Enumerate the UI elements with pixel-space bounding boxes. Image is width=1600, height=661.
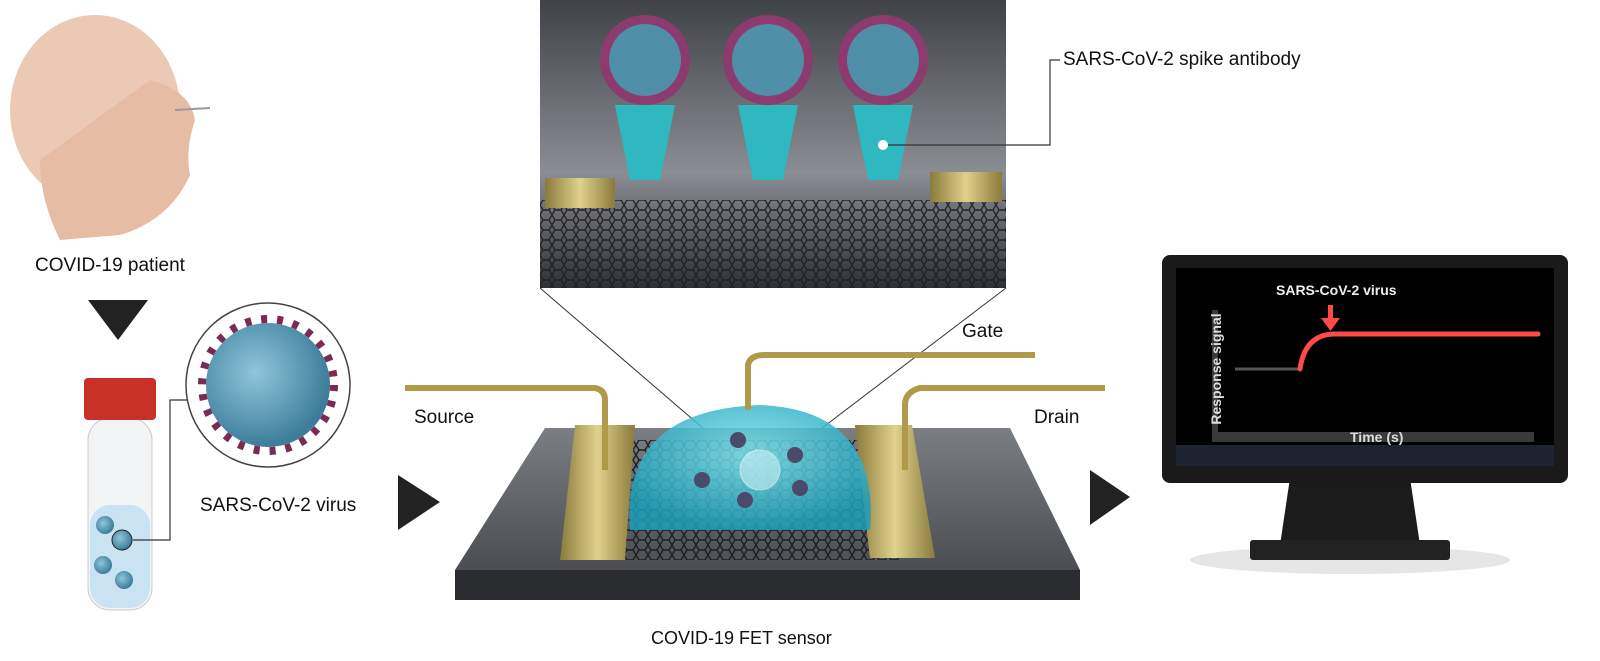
antibody-inset-image bbox=[540, 0, 1006, 288]
label-drain: Drain bbox=[1034, 407, 1080, 428]
fet-sensor bbox=[405, 352, 1105, 600]
right-arrow-icon-2 bbox=[1090, 470, 1130, 525]
label-antibody: SARS-CoV-2 spike antibody bbox=[1063, 49, 1301, 70]
arrow-down-head-icon bbox=[1321, 318, 1340, 331]
virus-leader-line bbox=[133, 399, 190, 541]
monitor bbox=[1162, 255, 1568, 574]
label-source: Source bbox=[414, 407, 475, 428]
label-gate: Gate bbox=[962, 321, 1004, 342]
label-virus: SARS-CoV-2 virus bbox=[200, 495, 357, 516]
label-patient: COVID-19 patient bbox=[35, 255, 185, 276]
arrow-down-icon bbox=[1328, 305, 1333, 319]
sample-tube bbox=[84, 378, 156, 611]
monitor-annotation: SARS-CoV-2 virus bbox=[1276, 282, 1397, 298]
down-arrow-icon bbox=[88, 300, 148, 340]
monitor-ylabel: Response signal bbox=[1208, 313, 1224, 425]
right-arrow-icon bbox=[398, 475, 440, 530]
virus-closeup bbox=[185, 302, 351, 468]
chart-y-axis bbox=[1212, 310, 1218, 432]
chart-x-axis bbox=[1212, 432, 1534, 442]
response-signal-curve bbox=[1297, 331, 1541, 372]
monitor-xlabel: Time (s) bbox=[1350, 429, 1404, 445]
label-sensor: COVID-19 FET sensor bbox=[651, 628, 832, 648]
antibody-leader-line bbox=[888, 59, 1060, 146]
patient-illustration bbox=[10, 15, 211, 240]
